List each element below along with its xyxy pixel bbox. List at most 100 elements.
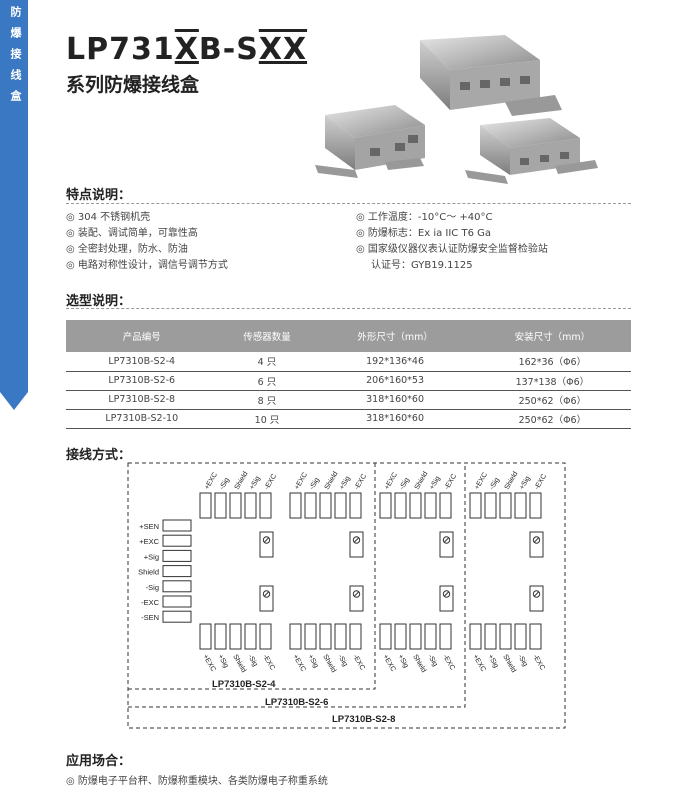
bottom-terminal xyxy=(379,623,392,650)
potentiometer-knob xyxy=(352,536,361,544)
bottom-terminal xyxy=(424,623,437,650)
table-header-row: 产品编号 传感器数量 外形尺寸（mm） 安装尺寸（mm） xyxy=(66,320,631,352)
bottom-terminal xyxy=(439,623,452,650)
top-terminal-label: -Sig xyxy=(309,477,321,491)
left-terminal xyxy=(162,549,192,562)
table-cell: 318*160*60 xyxy=(316,409,474,429)
top-terminal xyxy=(319,492,332,519)
potentiometer-knob xyxy=(442,590,451,598)
left-terminal xyxy=(162,534,192,547)
side-category-tab: 防爆接线盒 xyxy=(0,0,28,410)
potentiometer-knob xyxy=(352,590,361,598)
bottom-terminal-label: +Sig xyxy=(486,654,499,670)
feature-item: ◎ 电路对称性设计，调信号调节方式 xyxy=(66,260,228,271)
bottom-terminal-label: +EXC xyxy=(291,654,306,674)
top-terminal xyxy=(214,492,227,519)
bottom-terminal-label: -EXC xyxy=(441,654,455,672)
potentiometer-knob xyxy=(532,590,541,598)
boundary-s2-6 xyxy=(128,463,466,708)
table-cell: LP7310B-S2-4 xyxy=(66,352,218,372)
application-text: ◎ 防爆电子平台秤、防爆称重模块、各类防爆电子称重系统 xyxy=(66,776,328,787)
junction-box-medium xyxy=(315,105,425,178)
bottom-terminal-label: Shield xyxy=(321,654,337,674)
boundary-s2-4 xyxy=(128,463,376,690)
top-terminal xyxy=(349,492,362,519)
table-cell: 192*136*46 xyxy=(316,352,474,372)
bottom-terminal-label: -EXC xyxy=(261,654,275,672)
bottom-terminal-label: Shield xyxy=(411,654,427,674)
bottom-terminal-label: -EXC xyxy=(351,654,365,672)
feature-item: 认证号：GYB19.1125 xyxy=(371,260,473,271)
potentiometer-slot xyxy=(264,591,269,597)
column-header: 外形尺寸（mm） xyxy=(316,320,474,352)
potentiometer-knob xyxy=(442,536,451,544)
potentiometer-slot xyxy=(354,537,359,543)
table-cell: 206*160*53 xyxy=(316,371,474,391)
junction-box-large xyxy=(420,35,562,116)
top-terminal-label: Shield xyxy=(504,471,520,491)
bottom-terminal xyxy=(199,623,212,650)
bottom-terminal xyxy=(514,623,527,650)
bottom-terminal-label: -Sig xyxy=(246,654,258,668)
bottom-terminal xyxy=(529,623,542,650)
left-terminal xyxy=(162,580,192,593)
potentiometer xyxy=(349,531,364,558)
table-row: LP7310B-S2-4 4 只 192*136*46 162*36（Φ6） xyxy=(66,352,631,372)
top-terminal xyxy=(244,492,257,519)
features-divider xyxy=(66,203,631,204)
top-terminal-label: +Sig xyxy=(249,475,262,491)
potentiometer-knob xyxy=(262,590,271,598)
table-cell: 162*36（Φ6） xyxy=(473,352,631,372)
feature-item: ◎ 防爆标志：Ex ia IIC T6 Ga xyxy=(356,228,491,239)
potentiometer xyxy=(439,585,454,612)
potentiometer xyxy=(529,585,544,612)
potentiometer-slot xyxy=(444,591,449,597)
top-terminal-label: -EXC xyxy=(354,473,368,491)
top-terminal xyxy=(409,492,422,519)
potentiometer-slot xyxy=(444,537,449,543)
bottom-terminal-label: +EXC xyxy=(381,654,396,674)
bottom-terminal xyxy=(499,623,512,650)
feature-item: ◎ 全密封处理，防水、防油 xyxy=(66,244,188,255)
potentiometer-slot xyxy=(264,537,269,543)
top-terminal xyxy=(439,492,452,519)
top-terminal xyxy=(304,492,317,519)
left-terminal xyxy=(162,565,192,578)
table-cell: LP7310B-S2-8 xyxy=(66,390,218,410)
table-cell: 318*160*60 xyxy=(316,390,474,410)
potentiometer xyxy=(439,531,454,558)
top-terminal xyxy=(469,492,482,519)
potentiometer-slot xyxy=(534,591,539,597)
features-left-list: ◎ 304 不锈钢机壳 ◎ 装配、调试简单，可靠性高 ◎ 全密封处理，防水、防油… xyxy=(66,210,228,274)
top-terminal xyxy=(484,492,497,519)
side-tab-label: 防爆接线盒 xyxy=(9,6,22,111)
top-terminal xyxy=(229,492,242,519)
boundary-label: LP7310B-S2-6 xyxy=(265,697,328,708)
bottom-terminal xyxy=(334,623,347,650)
top-terminal-label: -Sig xyxy=(489,477,501,491)
features-heading: 特点说明： xyxy=(66,188,132,203)
table-cell: LP7310B-S2-10 xyxy=(66,409,218,429)
boundary-s2-8 xyxy=(127,462,566,729)
top-terminal-label: +EXC xyxy=(294,471,309,491)
application-heading: 应用场合： xyxy=(66,754,132,769)
bottom-terminal-label: -Sig xyxy=(336,654,348,668)
potentiometer-knob xyxy=(262,536,271,544)
potentiometer-knob xyxy=(532,536,541,544)
bottom-terminal-label: -Sig xyxy=(516,654,528,668)
potentiometer-slot xyxy=(534,537,539,543)
top-terminal-label: +EXC xyxy=(204,471,219,491)
feature-item: ◎ 304 不锈钢机壳 xyxy=(66,212,151,223)
feature-item: ◎ 装配、调试简单，可靠性高 xyxy=(66,228,198,239)
top-terminal-label: -Sig xyxy=(399,477,411,491)
table-cell: 137*138（Φ6） xyxy=(473,371,631,391)
selection-heading: 选型说明： xyxy=(66,294,132,309)
potentiometer xyxy=(259,531,274,558)
table-row: LP7310B-S2-8 8 只 318*160*60 250*62（Φ6） xyxy=(66,390,631,410)
top-terminal-label: -Sig xyxy=(219,477,231,491)
bottom-terminal-label: -EXC xyxy=(531,654,545,672)
wiring-heading: 接线方式： xyxy=(66,448,132,463)
product-model-title: LP731XB-SXX xyxy=(66,32,307,67)
boundary-label: LP7310B-S2-8 xyxy=(332,714,395,725)
left-terminal-label: +Sig xyxy=(144,552,159,561)
